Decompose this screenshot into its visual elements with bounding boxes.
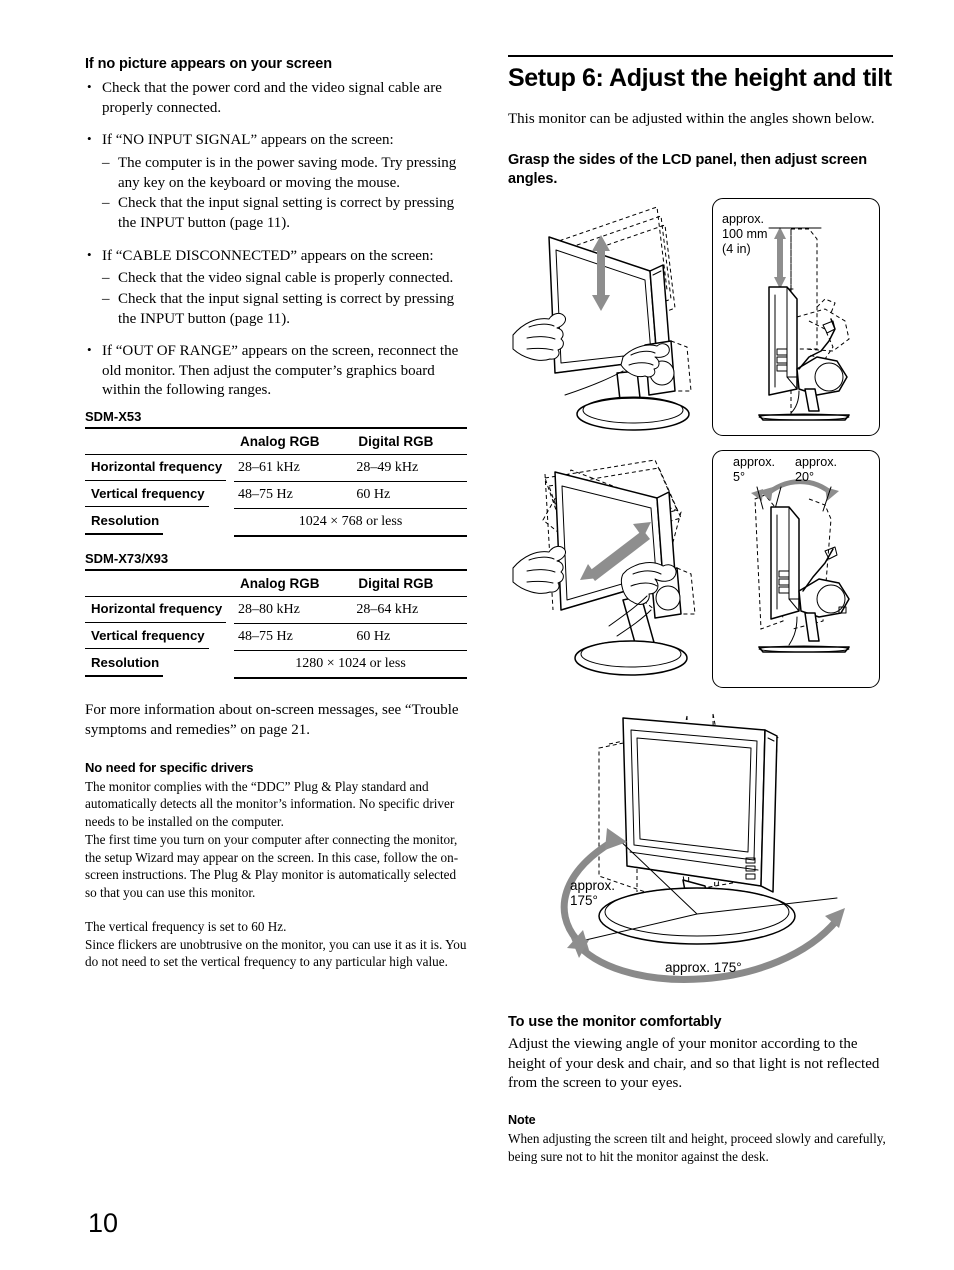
row-label: Horizontal frequency <box>85 597 227 623</box>
table-header-row: Analog RGB Digital RGB <box>85 569 467 598</box>
cell-analog: 48–75 Hz <box>233 623 353 652</box>
row-label: Vertical frequency <box>85 482 209 508</box>
right-column-bottom: To use the monitor comfortably Adjust th… <box>508 1013 893 1165</box>
swivel-bottom-label: approx. 175° <box>665 960 742 975</box>
bullet-text: If “NO INPUT SIGNAL” appears on the scre… <box>102 132 394 149</box>
height-dimension-panel: approx. 100 mm (4 in) <box>712 198 880 436</box>
drivers-paragraph-2: The first time you turn on your computer… <box>85 831 459 901</box>
drivers-paragraph-4: Since flickers are unobtrusive on the mo… <box>85 936 467 970</box>
column-header-digital: Digital RGB <box>352 569 467 598</box>
left-column: If no picture appears on your screen Che… <box>85 55 467 971</box>
page-number: 10 <box>88 1208 119 1238</box>
height-dimension-label: approx. 100 mm (4 in) <box>722 212 768 256</box>
table-row: Resolution 1024 × 768 or less <box>85 508 467 538</box>
spec-table-sdm-x53: Analog RGB Digital RGB Horizontal freque… <box>85 427 467 538</box>
table-row: Vertical frequency 48–75 Hz 60 Hz <box>85 481 467 510</box>
row-label: Vertical frequency <box>85 624 209 650</box>
tilt-adjust-drawing <box>512 459 696 676</box>
drivers-paragraph-3: The vertical frequency is set to 60 Hz. <box>85 918 287 934</box>
drivers-heading: No need for specific drivers <box>85 760 254 776</box>
swivel-left-label-line2: 175° <box>570 893 598 908</box>
height-adjust-drawing <box>512 206 692 431</box>
more-information-paragraph: For more information about on-screen mes… <box>85 702 459 738</box>
drivers-paragraph-1: The monitor complies with the “DDC” Plug… <box>85 778 455 830</box>
column-header-analog: Analog RGB <box>233 427 353 456</box>
cell-analog: 28–80 kHz <box>233 596 353 625</box>
bullet-text: If “CABLE DISCONNECTED” appears on the s… <box>102 247 434 264</box>
column-header-blank <box>85 569 234 598</box>
note-heading: Note <box>508 1113 536 1128</box>
tilt-side-view-drawing <box>751 479 850 653</box>
cell-digital: 28–64 kHz <box>352 596 467 625</box>
sub-list: The computer is in the power saving mode… <box>102 154 467 234</box>
figure-swivel-adjustment: approx. 175° approx. 175° <box>560 713 845 983</box>
bullet-text: Check that the power cord and the video … <box>102 80 442 116</box>
troubleshooting-bullet-list: Check that the power cord and the video … <box>85 78 467 401</box>
list-item: Check that the power cord and the video … <box>85 78 467 118</box>
spec-table-sdm-x73-x93: Analog RGB Digital RGB Horizontal freque… <box>85 569 467 680</box>
swivel-left-label-line1: approx. <box>570 878 615 893</box>
sub-list: Check that the video signal cable is pro… <box>102 269 467 329</box>
row-label: Resolution <box>85 509 164 536</box>
setup-heading: Setup 6: Adjust the height and tilt <box>508 64 892 92</box>
sub-list-item: Check that the input signal setting is c… <box>102 194 467 233</box>
sub-list-item: The computer is in the power saving mode… <box>102 154 467 193</box>
list-item: If “OUT OF RANGE” appears on the screen,… <box>85 341 467 401</box>
column-header-blank <box>85 427 234 456</box>
table-row: Horizontal frequency 28–61 kHz 28–49 kHz <box>85 454 467 483</box>
sub-list-item: Check that the video signal cable is pro… <box>102 269 467 289</box>
list-item: If “CABLE DISCONNECTED” appears on the s… <box>85 246 467 330</box>
right-column: Setup 6: Adjust the height and tilt This… <box>508 55 893 194</box>
tilt-front-label: approx. 20° <box>795 455 838 484</box>
table-row: Resolution 1280 × 1024 or less <box>85 650 467 680</box>
cell-resolution: 1280 × 1024 or less <box>233 650 467 680</box>
list-item: If “NO INPUT SIGNAL” appears on the scre… <box>85 130 467 234</box>
height-side-view-drawing <box>758 227 850 421</box>
table-title-sdm-x53: SDM-X53 <box>85 409 142 425</box>
comfort-heading: To use the monitor comfortably <box>508 1014 722 1030</box>
column-header-analog: Analog RGB <box>233 569 353 598</box>
bullet-text: If “OUT OF RANGE” appears on the screen,… <box>102 343 459 399</box>
table-header-row: Analog RGB Digital RGB <box>85 427 467 456</box>
column-header-digital: Digital RGB <box>352 427 467 456</box>
grasp-heading: Grasp the sides of the LCD panel, then a… <box>508 152 867 187</box>
table-title-sdm-x73-x93: SDM-X73/X93 <box>85 551 169 567</box>
left-column-heading: If no picture appears on your screen <box>85 56 332 72</box>
sub-list-item: Check that the input signal setting is c… <box>102 290 467 329</box>
row-label: Horizontal frequency <box>85 455 227 481</box>
cell-digital: 60 Hz <box>352 623 467 652</box>
cell-digital: 60 Hz <box>352 481 467 510</box>
setup-intro: This monitor can be adjusted within the … <box>508 110 875 127</box>
note-paragraph: When adjusting the screen tilt and heigh… <box>508 1130 886 1164</box>
cell-analog: 28–61 kHz <box>233 454 353 483</box>
tilt-dimension-panel: approx. 5° approx. 20° <box>712 450 880 688</box>
comfort-paragraph: Adjust the viewing angle of your monitor… <box>508 1036 880 1092</box>
cell-digital: 28–49 kHz <box>352 454 467 483</box>
row-label: Resolution <box>85 651 164 678</box>
cell-resolution: 1024 × 768 or less <box>233 508 467 538</box>
table-row: Vertical frequency 48–75 Hz 60 Hz <box>85 623 467 652</box>
section-rule <box>508 55 893 57</box>
cell-analog: 48–75 Hz <box>233 481 353 510</box>
table-row: Horizontal frequency 28–80 kHz 28–64 kHz <box>85 596 467 625</box>
tilt-back-label: approx. 5° <box>733 455 776 484</box>
